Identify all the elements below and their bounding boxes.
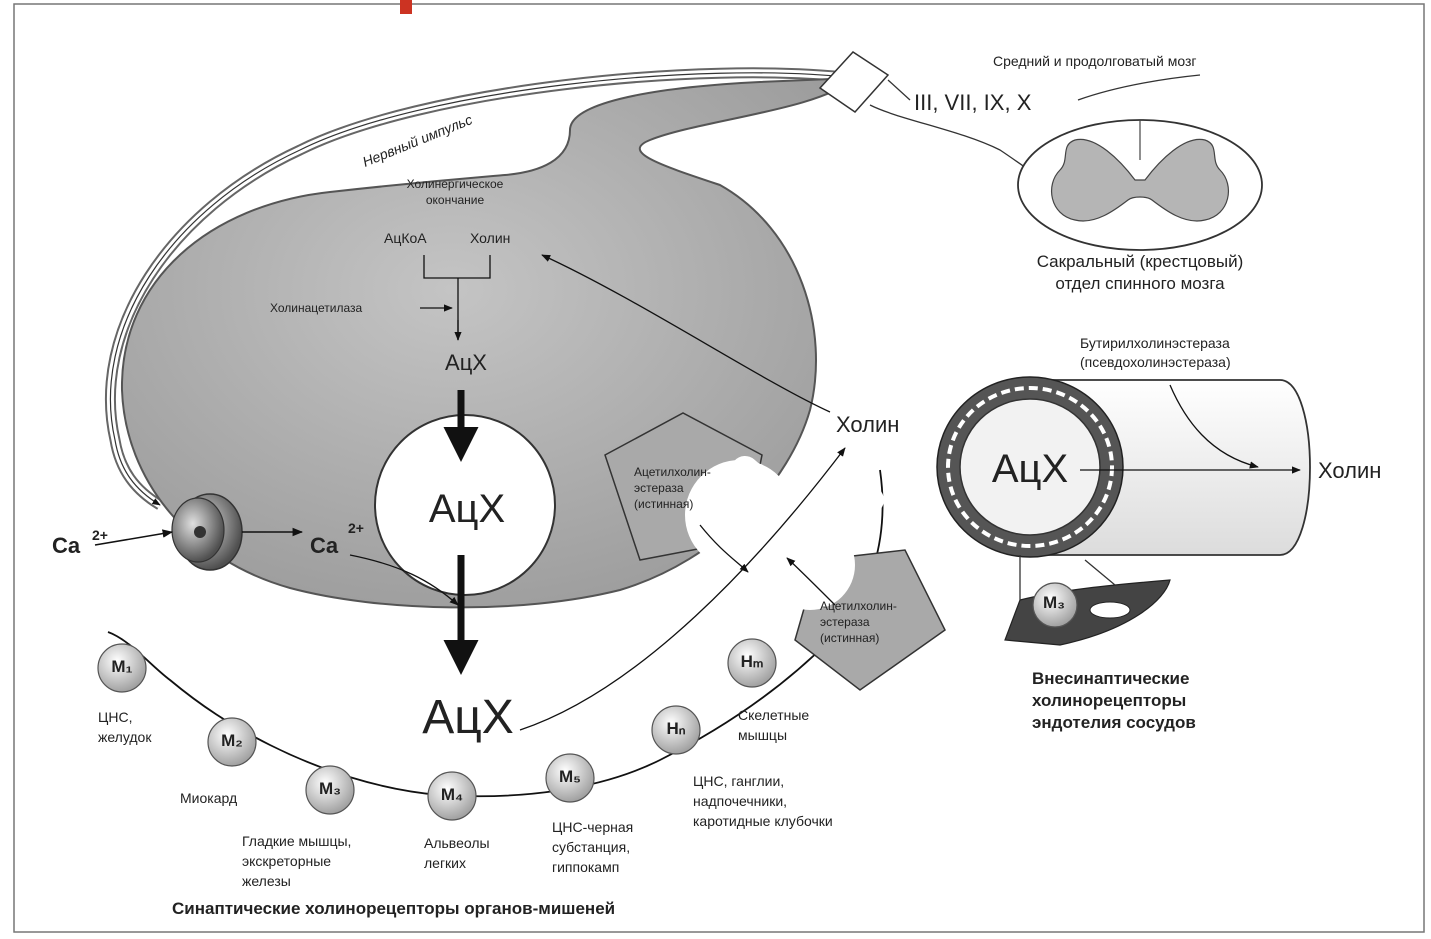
gray-matter bbox=[1051, 138, 1229, 222]
receptor-description: Скелетные bbox=[738, 707, 809, 723]
ache-bottom-line1: Ацетилхолин- bbox=[820, 599, 897, 613]
receptor-description: желудок bbox=[98, 729, 152, 745]
receptor-description: Гладкие мышцы, bbox=[242, 833, 351, 849]
sacral-label-1: Сакральный (крестцовый) bbox=[1037, 252, 1244, 271]
midbrain-label: Средний и продолговатый мозг bbox=[993, 53, 1197, 69]
receptor-label: M₅ bbox=[559, 767, 581, 786]
synaptic-caption: Синаптические холинорецепторы органов-ми… bbox=[172, 899, 615, 918]
synaptic-receptors: M₁ ЦНС, желудок M₂ Миокард M₃ Гладкие мышцы, эк… bbox=[97, 638, 833, 889]
arrow-ach-to-choline bbox=[519, 447, 846, 731]
ganglion-box bbox=[818, 51, 890, 113]
receptor-5: M₅ ЦНС-черная субстанция, гиппокамп bbox=[545, 753, 633, 875]
vessel-ach-label: АцХ bbox=[992, 447, 1068, 491]
calcium-channel bbox=[171, 493, 243, 571]
receptor-description: гиппокамп bbox=[552, 859, 619, 875]
terminal-label-2: окончание bbox=[426, 193, 485, 207]
endothelium-receptor-cell bbox=[1004, 579, 1171, 646]
arrow-from-bottom-enzyme bbox=[786, 557, 836, 606]
receptor-description: Миокард bbox=[180, 790, 237, 806]
svg-text:Ca: Ca bbox=[310, 533, 339, 558]
receptor-label: M₃ bbox=[319, 779, 341, 798]
vessel-receptor-m3 bbox=[1032, 582, 1078, 628]
choline-reuptake-label: Холин bbox=[836, 412, 899, 437]
choline-acetylase-label: Холинацетилаза bbox=[270, 301, 363, 315]
receptor-description: надпочечники, bbox=[693, 793, 787, 809]
frame-border bbox=[13, 3, 1425, 933]
arrow-to-active-site-top bbox=[699, 524, 749, 573]
receptor-4: M₄ Альвеолы легких bbox=[424, 771, 490, 871]
arrow-choline-reuptake bbox=[541, 254, 831, 413]
ache-bottom-line2: эстераза bbox=[820, 615, 870, 629]
vessel-choline-label: Холин bbox=[1318, 458, 1381, 483]
receptor-shape bbox=[427, 771, 477, 821]
butyryl-label-2: (псевдохолинэстераза) bbox=[1080, 354, 1231, 370]
receptor-description: железы bbox=[242, 873, 291, 889]
receptor-description: мышцы bbox=[738, 727, 787, 743]
sacral-label-2: отдел спинного мозга bbox=[1055, 274, 1225, 293]
receptor-description: каротидные клубочки bbox=[693, 813, 833, 829]
ache-top-line1: Ацетилхолин- bbox=[634, 465, 711, 479]
receptor-label: M₄ bbox=[441, 785, 463, 804]
cranial-nerve-line bbox=[887, 79, 911, 101]
arrow-ca-to-release bbox=[349, 554, 459, 606]
ach-vesicle-label: АцХ bbox=[429, 487, 505, 531]
cranial-nerves-label: III, VII, IX, X bbox=[914, 90, 1032, 115]
receptor-label: Hₘ bbox=[741, 652, 764, 671]
terminal-label-1: Холинергическое bbox=[407, 177, 504, 191]
vessel-lumen bbox=[959, 398, 1101, 536]
arrow-butyryl bbox=[1169, 384, 1259, 469]
extrasynaptic-caption-1: Внесинаптические bbox=[1032, 669, 1189, 688]
ca-inside-label: Ca 2+ bbox=[310, 520, 364, 558]
receptor-shape bbox=[727, 638, 777, 688]
arrow-ca-inflow bbox=[94, 529, 174, 546]
receptor-shape bbox=[207, 717, 257, 767]
svg-text:Ca: Ca bbox=[52, 533, 81, 558]
butyryl-label-1: Бутирилхолинэстераза bbox=[1080, 335, 1230, 351]
midbrain-pointer bbox=[1077, 74, 1201, 101]
receptor-description: ЦНС, bbox=[98, 709, 132, 725]
acetyl-coa-label: АцКоА bbox=[384, 230, 427, 246]
receptor-label: Hₙ bbox=[666, 719, 685, 738]
receptor-description: Альвеолы bbox=[424, 835, 490, 851]
extrasynaptic-caption-3: эндотелия сосудов bbox=[1032, 713, 1196, 732]
extrasynaptic-caption-2: холинорецепторы bbox=[1032, 691, 1186, 710]
receptor-description: ЦНС, ганглии, bbox=[693, 773, 784, 789]
svg-text:2+: 2+ bbox=[348, 520, 364, 536]
ache-top-line3: (истинная) bbox=[634, 497, 693, 511]
receptor-shape bbox=[305, 765, 355, 815]
receptor-shape bbox=[545, 753, 595, 803]
ach-synthesized-label: АцХ bbox=[445, 350, 487, 375]
receptor-shape bbox=[97, 643, 147, 693]
receptor-label: M₂ bbox=[221, 731, 243, 750]
receptor-2: M₂ Миокард bbox=[180, 717, 257, 806]
receptor-description: ЦНС-черная bbox=[552, 819, 633, 835]
receptor-description: субстанция, bbox=[552, 839, 630, 855]
ache-bottom-line3: (истинная) bbox=[820, 631, 879, 645]
receptor-1: M₁ ЦНС, желудок bbox=[97, 643, 152, 745]
red-marker bbox=[400, 0, 412, 14]
ache-top-line2: эстераза bbox=[634, 481, 684, 495]
receptor-shape bbox=[651, 705, 701, 755]
receptor-description: экскреторные bbox=[242, 853, 331, 869]
vessel-receptor-label: M₃ bbox=[1043, 593, 1065, 612]
receptor-label: M₁ bbox=[111, 657, 132, 676]
svg-text:2+: 2+ bbox=[92, 527, 108, 543]
ach-released-label: АцХ bbox=[422, 691, 514, 744]
choline-precursor-label: Холин bbox=[470, 230, 510, 246]
ache-active-site-bottom bbox=[765, 520, 855, 610]
vesicle bbox=[374, 414, 556, 596]
receptor-description: легких bbox=[424, 855, 466, 871]
receptor-3: M₃ Гладкие мышцы, экскреторные железы bbox=[242, 765, 355, 889]
ca-outside-label: Ca 2+ bbox=[52, 527, 108, 558]
